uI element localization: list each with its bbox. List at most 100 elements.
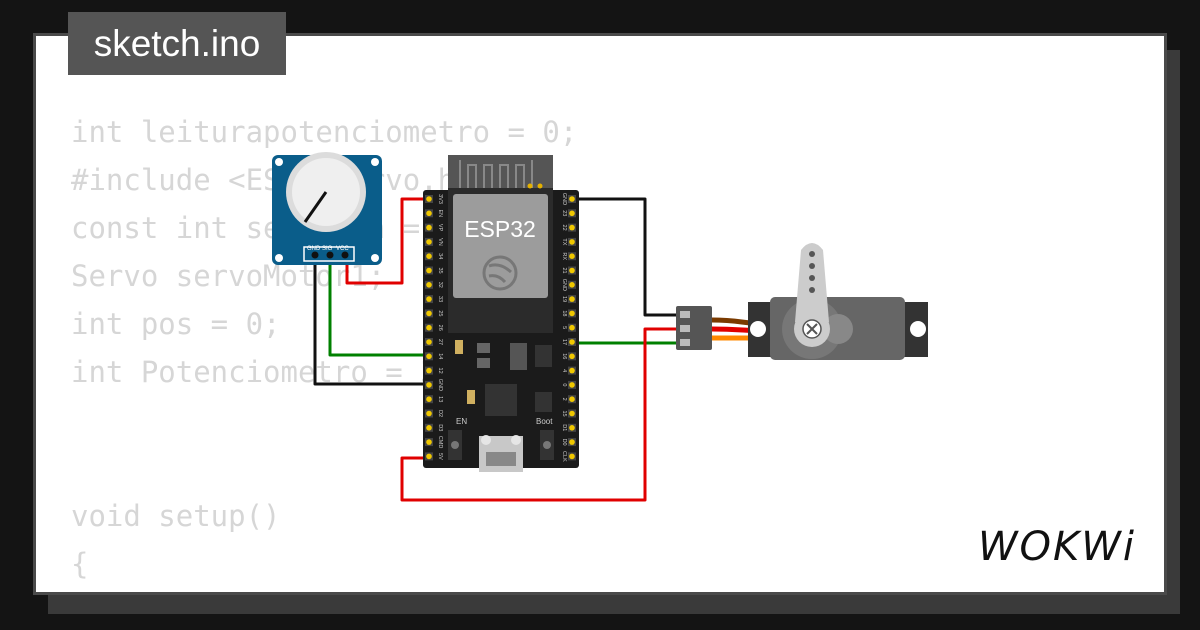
esp32-pin-label: CLK [561,451,567,462]
esp32-pin[interactable] [426,425,432,431]
esp32-pin[interactable] [426,439,432,445]
en-label: EN [456,417,467,426]
esp32-pin[interactable] [569,425,575,431]
wire-servo-vcc [400,327,678,502]
esp32-pin[interactable] [569,353,575,360]
esp32-pin-label: 5V [437,453,443,460]
wokwi-logo: WOKWi [978,524,1136,570]
esp32-pin[interactable] [569,367,575,374]
esp32-pin-label: D0 [561,439,567,446]
esp32-pin-label: 3V3 [437,194,443,204]
esp32-pin[interactable] [569,196,575,202]
esp32-pin[interactable] [426,410,432,417]
boot-label: Boot [536,417,553,426]
esp32-pin[interactable] [569,267,575,274]
code-line: void setup() [71,499,281,533]
esp32-pin-label: 5 [561,326,567,329]
esp32-pin[interactable] [426,224,432,231]
esp32-pin[interactable] [569,339,575,345]
esp32-pin-label: 14 [437,353,443,359]
pot-pin-vcc: VCC [336,246,349,252]
esp32-pin-label: VN [437,238,443,246]
code-line: int pos = 0; [71,307,281,341]
esp32-pin-label: TX [561,238,567,245]
esp32-pin[interactable] [569,439,575,445]
esp32-pin[interactable] [569,382,575,388]
esp32-pin[interactable] [569,410,575,417]
esp32-pin-label: D2 [437,410,443,417]
esp32-pin-label: 26 [437,325,443,331]
esp32-pin[interactable] [569,310,575,317]
esp32-pin-label: 18 [561,310,567,316]
esp32-pin-label: 33 [437,296,443,302]
esp32-pin-label: 27 [437,339,443,345]
wire-servo-gnd [571,197,678,317]
code-line: int leiturapotenciometro = 0; [71,115,578,149]
esp32-pin-label: 17 [561,339,567,345]
esp32-pin-label: RX [561,252,567,260]
wire-pot-gnd [313,262,428,386]
esp32-pin-label: 25 [437,310,443,316]
esp32-pin[interactable] [569,210,575,217]
esp32-pin-label: 12 [437,368,443,374]
esp32-pin-label: 35 [437,267,443,273]
esp32-pin-label: 16 [561,353,567,359]
esp32-pin-label: GND [437,379,443,391]
esp32-pin-label: 19 [561,296,567,302]
esp32-pin[interactable] [426,396,432,403]
esp32-pin-label: 23 [561,210,567,216]
esp32-pin-label: D3 [437,424,443,431]
esp32-pin[interactable] [426,339,432,345]
esp32-pin[interactable] [569,324,575,331]
esp32-pin[interactable] [569,296,575,302]
pot-pin-gnd: GND [307,246,321,252]
esp32-pin-label: 15 [561,410,567,416]
servo-motor [748,243,928,360]
esp32-pin-label: 34 [437,253,443,259]
esp32-pin[interactable] [426,239,432,245]
esp32-pin[interactable] [426,210,432,217]
esp32-pin-label: CMD [437,436,443,449]
esp32-pin-label: GND [561,193,567,205]
esp32-pin[interactable] [426,353,432,360]
esp32-label: ESP32 [464,216,536,242]
wire-pot-vcc [345,197,428,285]
esp32-pin[interactable] [569,453,575,460]
esp32-pin-label: EN [437,209,443,217]
esp32-pin[interactable] [569,253,575,259]
esp32-pin-label: VP [437,224,443,232]
espressif-logo-icon [482,255,518,291]
esp32-pin-label: D1 [561,424,567,431]
esp32-pin-label: GND [561,279,567,291]
esp32-pin[interactable] [426,267,432,274]
esp32-pin-label: 22 [561,225,567,231]
esp32-pin[interactable] [569,282,575,288]
esp32-pin[interactable] [426,196,432,202]
wires [313,197,678,502]
esp32-pin[interactable] [569,239,575,245]
esp32-pin-label: 32 [437,282,443,288]
wire-pot-sig [328,262,428,357]
esp32-pin[interactable] [426,453,432,460]
esp32-pin-label: 13 [437,396,443,402]
code-line: { [71,547,89,581]
esp32-pin[interactable] [426,253,432,259]
sketch-tab[interactable]: sketch.ino [68,12,286,75]
esp32-pin[interactable] [426,367,432,374]
esp32-pin[interactable] [426,324,432,331]
esp32-pin[interactable] [569,396,575,403]
esp32-pin[interactable] [426,282,432,288]
esp32-pin-label: 0 [561,383,567,386]
esp32-pin-label: 21 [561,267,567,273]
esp32-pin[interactable] [569,224,575,231]
pot-pin-sig: SIG [322,246,333,252]
esp32-pin[interactable] [426,310,432,317]
esp32-pin[interactable] [426,296,432,302]
esp32-pin[interactable] [426,382,432,388]
esp32-pin-label: 4 [561,369,567,372]
potentiometer: GND SIG VCC [272,152,382,265]
